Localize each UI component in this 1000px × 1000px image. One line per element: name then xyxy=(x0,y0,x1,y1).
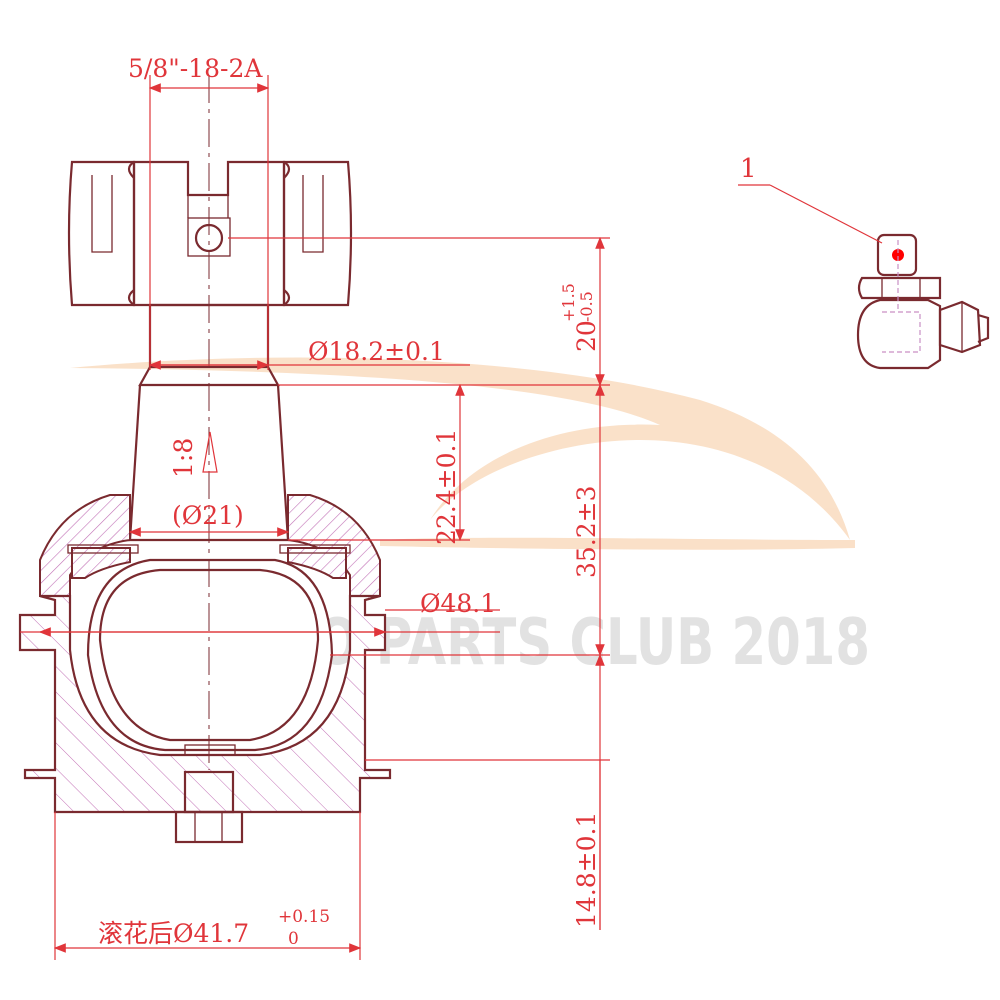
knurl-diameter-label: 滚花后Ø41.7 xyxy=(98,919,249,948)
taper-ratio-label: 1:8 xyxy=(169,438,198,478)
height-body-label: 14.8±0.1 xyxy=(572,812,601,928)
housing xyxy=(18,494,392,844)
thread-spec-label: 5/8"-18-2A xyxy=(128,54,263,83)
taper-diameter-label: (Ø21) xyxy=(172,501,244,530)
callout-number: 1 xyxy=(740,154,757,184)
knurl-tol-lower: 0 xyxy=(288,929,299,949)
height-stud-label: 35.2±3 xyxy=(572,485,601,578)
castle-nut xyxy=(67,160,353,307)
grease-fitting-detail xyxy=(856,233,990,370)
height-top-label: 20 xyxy=(572,320,601,352)
taper-symbol xyxy=(202,431,218,473)
height-top-tol-lower: -0.5 xyxy=(577,291,596,322)
height-top-tol-upper: +1.5 xyxy=(559,283,578,322)
grease-point-marker xyxy=(892,249,904,261)
watermark-logo xyxy=(70,357,855,550)
shank-diameter-label: Ø18.2±0.1 xyxy=(308,337,445,366)
ball-diameter-label: Ø48.1 xyxy=(420,589,496,618)
height-taper-label: 22.4±0.1 xyxy=(432,429,461,545)
knurl-tol-upper: +0.15 xyxy=(278,907,330,927)
